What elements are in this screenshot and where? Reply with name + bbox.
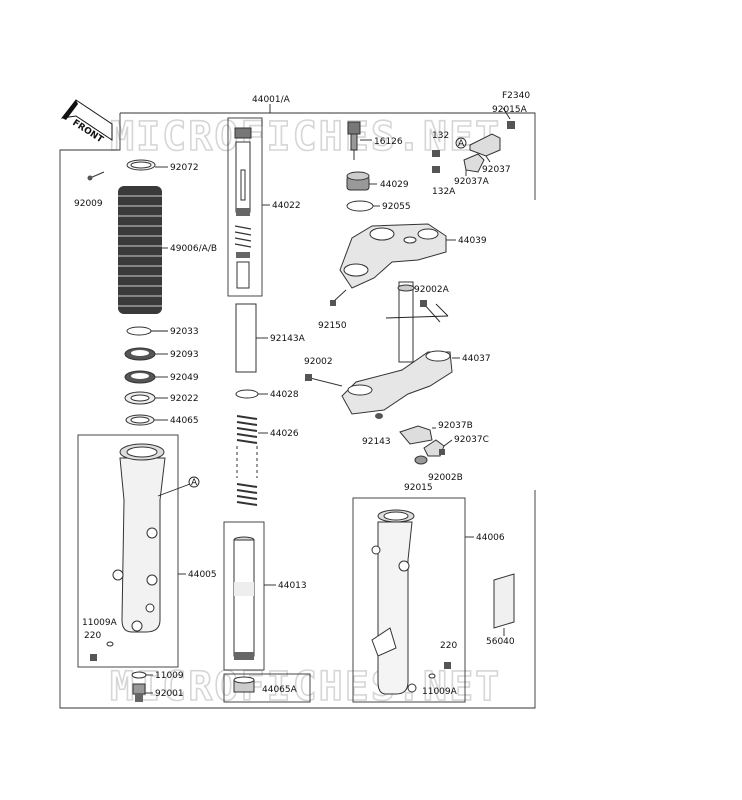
label-92037A: 92037A — [454, 177, 490, 187]
clamp-92037-group: A — [432, 121, 515, 173]
fork-boot-part — [118, 186, 162, 314]
collar-part — [375, 413, 383, 419]
assembly-frame — [59, 104, 536, 709]
bolt-92002A-part — [420, 300, 441, 323]
label-44006: 44006 — [476, 533, 505, 543]
label-16126: 16126 — [374, 137, 403, 147]
label-92055: 92055 — [382, 202, 411, 212]
label-44028: 44028 — [270, 390, 299, 400]
bolt-92002B-part — [439, 449, 445, 455]
label-44065A: 44065A — [262, 685, 298, 695]
label-44013: 44013 — [278, 581, 307, 591]
label-44039: 44039 — [458, 236, 487, 246]
fork-spring-part — [236, 415, 258, 506]
o-ring-part — [346, 200, 374, 212]
nut-92015-part — [414, 455, 428, 465]
bolt-92002-part — [305, 374, 343, 387]
gasket-11009-part — [131, 671, 147, 679]
screw-part — [87, 171, 105, 181]
label-92015A: 92015A — [492, 105, 528, 115]
front-arrow-icon: FRONT — [60, 99, 113, 146]
label-92022: 92022 — [170, 394, 199, 404]
label-92002A: 92002A — [414, 285, 450, 295]
drain-bolt-part — [132, 683, 146, 702]
reference-a-left: A — [157, 476, 200, 497]
reference-a-top: A — [458, 139, 465, 149]
label-92037C: 92037C — [454, 435, 489, 445]
label-11009A-left: 11009A — [82, 618, 118, 628]
leader-lines — [145, 107, 511, 694]
watermark-bottom: MICROFICHES.NET — [110, 664, 501, 710]
oil-seal-part — [124, 347, 156, 361]
label-92143A: 92143A — [270, 334, 306, 344]
label-92009: 92009 — [74, 199, 103, 209]
label-92033: 92033 — [170, 327, 199, 337]
outer-tube-right-frame — [352, 497, 466, 703]
label-11009: 11009 — [155, 671, 184, 681]
bushing-44065A-part — [233, 676, 255, 693]
bolt-220-right-part — [444, 662, 451, 669]
cylinder-frame — [223, 521, 265, 671]
label-92037: 92037 — [482, 165, 511, 175]
label-220-right: 220 — [440, 641, 457, 651]
fork-cap-part — [346, 171, 370, 191]
part-labels: F2340 44001/A 92015A 132 92037 92037A 13… — [74, 91, 530, 699]
label-56040: 56040 — [486, 637, 515, 647]
fork-tube-frame — [227, 117, 263, 297]
label-44005: 44005 — [188, 570, 217, 580]
svg-text:A: A — [191, 478, 198, 488]
label-44029: 44029 — [380, 180, 409, 190]
fork-guard-part — [493, 573, 515, 629]
bolt-220-left-part — [90, 654, 97, 661]
label-220-left: 220 — [84, 631, 101, 641]
gasket-11009A-right-part — [428, 673, 436, 679]
outer-tube-left-part — [112, 443, 166, 633]
figure-code: F2340 — [502, 91, 530, 101]
label-49006AB: 49006/A/B — [170, 244, 217, 254]
label-92093: 92093 — [170, 350, 199, 360]
label-132A: 132A — [432, 187, 456, 197]
label-92002B: 92002B — [428, 473, 463, 483]
label-11009A-right: 11009A — [422, 687, 458, 697]
label-92049: 92049 — [170, 373, 199, 383]
spring-seat-part — [235, 389, 259, 399]
snap-ring-part — [126, 326, 152, 336]
bolt-92150-part — [330, 289, 347, 306]
steering-stem-part — [397, 281, 415, 363]
air-valve-part — [347, 121, 361, 160]
circlip-part — [126, 159, 156, 171]
label-92072: 92072 — [170, 163, 199, 173]
label-92037B: 92037B — [438, 421, 473, 431]
label-92015: 92015 — [404, 483, 433, 493]
cylinder-part — [233, 536, 255, 660]
outer-tube-right-part — [371, 509, 417, 695]
label-92150: 92150 — [318, 321, 347, 331]
upper-bracket-part — [339, 223, 447, 289]
label-92001: 92001 — [155, 689, 184, 699]
guide-bushing-part — [125, 414, 155, 426]
fork-pipe-part — [234, 127, 252, 289]
label-92143: 92143 — [362, 437, 391, 447]
clamp-92037B-part — [399, 425, 433, 445]
bushing-frame — [223, 673, 311, 703]
gasket-11009A-left-part — [106, 641, 114, 647]
outer-tube-left-frame — [77, 434, 179, 668]
lower-bracket-part — [341, 350, 453, 415]
label-92002: 92002 — [304, 357, 333, 367]
label-44026: 44026 — [270, 429, 299, 439]
label-44037: 44037 — [462, 354, 491, 364]
label-132: 132 — [432, 131, 449, 141]
washer-part — [124, 391, 156, 405]
label-44001A: 44001/A — [252, 95, 291, 105]
seal-part — [124, 370, 156, 384]
label-44022: 44022 — [272, 201, 301, 211]
label-44065: 44065 — [170, 416, 199, 426]
spacer-part — [235, 303, 257, 373]
